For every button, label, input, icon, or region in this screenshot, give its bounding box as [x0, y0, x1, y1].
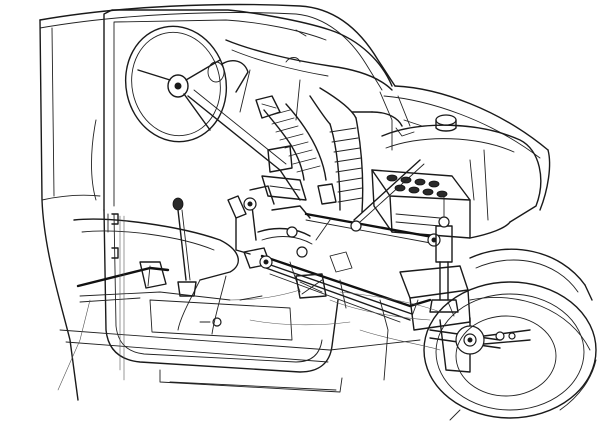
heater-duct-left [263, 103, 327, 181]
fuel-tank [381, 114, 542, 239]
dashboard [207, 29, 393, 121]
frame-details [91, 91, 411, 381]
column-bracket [255, 95, 307, 201]
leaf-spring [259, 254, 432, 323]
gear-lever [172, 197, 197, 297]
heater-duct-right [309, 87, 373, 213]
steering-wheel [124, 25, 301, 201]
front-hub [399, 265, 531, 373]
brake-lines [57, 215, 441, 391]
handbrake [76, 261, 231, 303]
door-frame [59, 9, 421, 393]
shock-absorber [429, 195, 459, 313]
pedal-assembly [227, 185, 313, 269]
front-wheel [423, 281, 597, 421]
seat [73, 218, 239, 335]
battery [371, 169, 471, 239]
